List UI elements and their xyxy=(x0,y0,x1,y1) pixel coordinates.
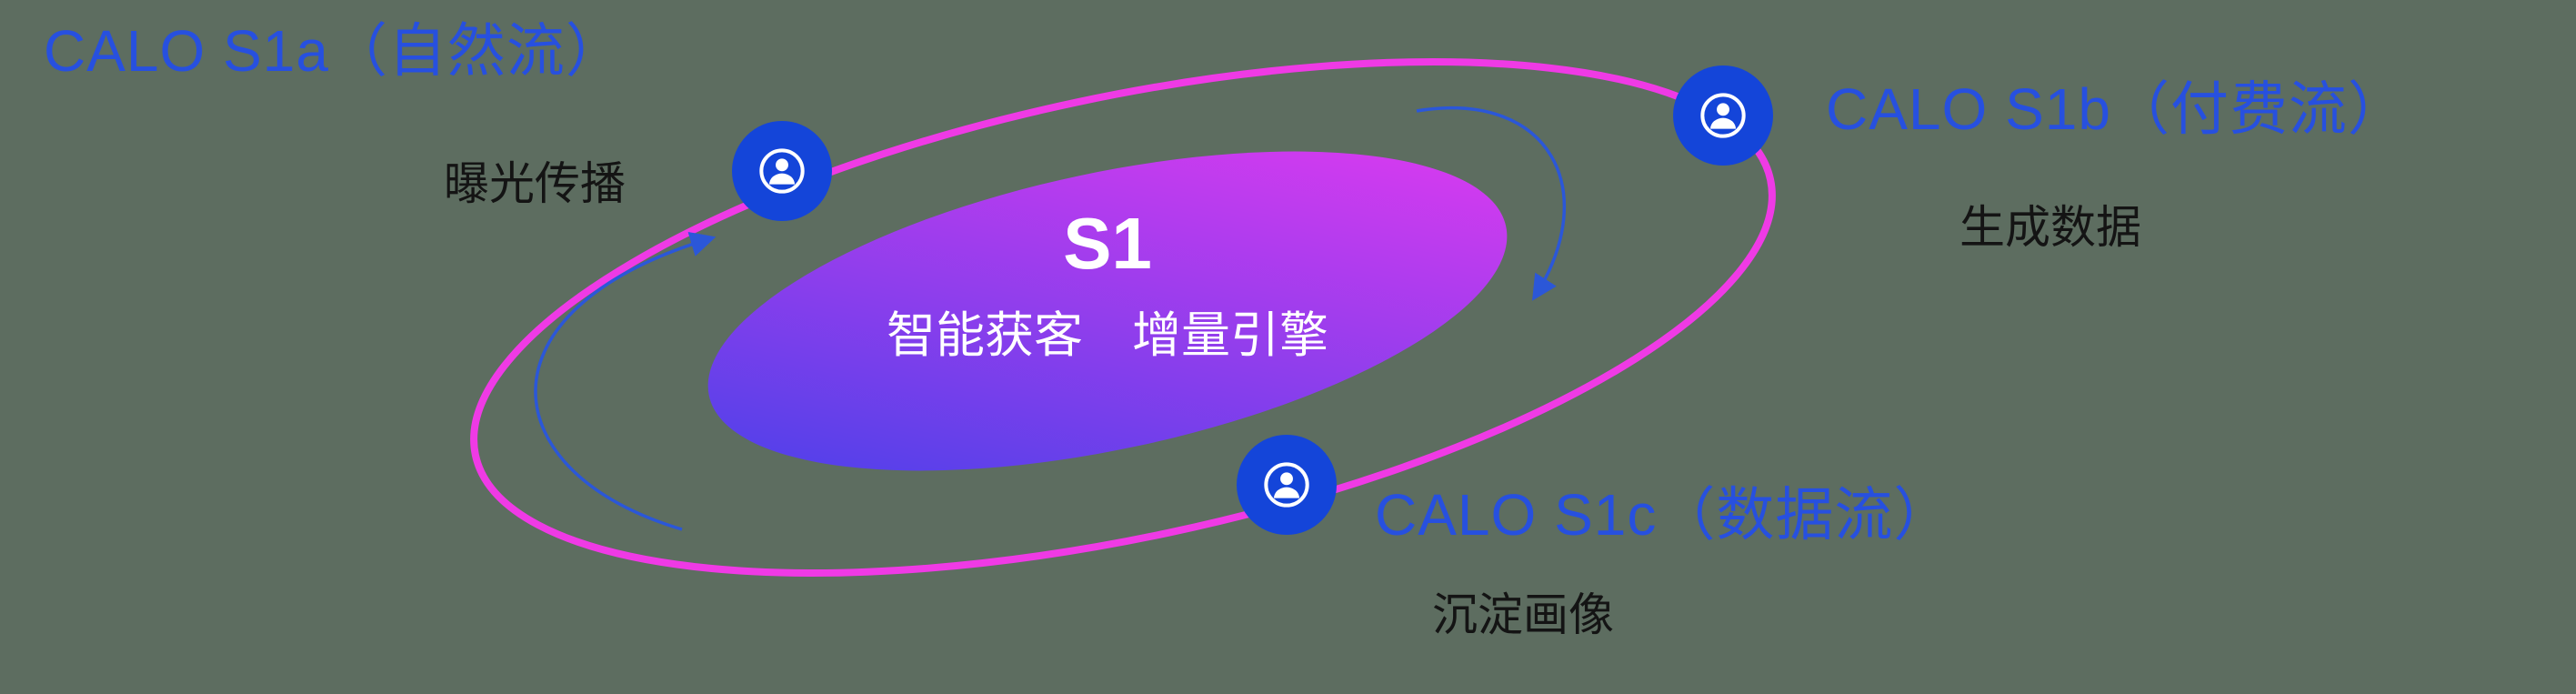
person-icon xyxy=(759,148,805,194)
person-icon xyxy=(1264,462,1309,508)
orbit-ellipse xyxy=(470,58,1776,577)
label-s1a-title: CALO S1a（自然流） xyxy=(44,18,625,84)
person-icon xyxy=(1700,93,1746,138)
node-badge-s1b xyxy=(1673,65,1773,166)
label-s1b-subtitle: 生成数据 xyxy=(1960,202,2141,253)
flow-arrow-left xyxy=(534,231,717,531)
core-title: S1 xyxy=(1063,203,1152,284)
node-badge-s1c xyxy=(1237,435,1337,535)
label-s1a-subtitle: 曝光传播 xyxy=(444,158,626,209)
node-badge-s1a xyxy=(732,121,832,221)
label-s1c-title: CALO S1c（数据流） xyxy=(1375,482,1953,548)
label-s1c-subtitle: 沉淀画像 xyxy=(1432,589,1614,640)
core-ellipse xyxy=(707,151,1508,471)
flow-arrow-right xyxy=(1416,106,1567,301)
core-subtitle: 智能获客 增量引擎 xyxy=(887,308,1328,363)
label-s1b-title: CALO S1b（付费流） xyxy=(1826,76,2407,142)
